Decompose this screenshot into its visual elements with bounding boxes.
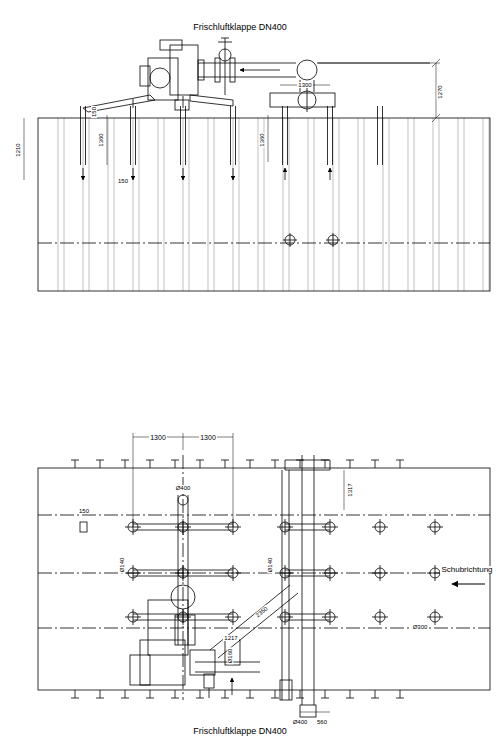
pressure-manifold <box>270 88 335 112</box>
center-line <box>38 243 490 244</box>
corrugation-lines <box>58 118 489 291</box>
dimension-label: Ø140 <box>267 557 273 574</box>
dimension-label: Ø140 <box>119 557 125 574</box>
dimension-label: 1360 <box>98 132 104 147</box>
dimension-label: 150 <box>117 178 129 184</box>
flange-symbols <box>283 233 340 247</box>
dimension-label: 1217 <box>223 635 238 641</box>
vertical-pipes <box>81 106 383 180</box>
outlet-symbols <box>125 495 443 625</box>
dimension-label: 1360 <box>259 132 265 147</box>
dimension-label: 560 <box>316 719 328 725</box>
dimension-lines <box>80 433 344 712</box>
suction-manifold <box>83 95 233 112</box>
dimension-label: Ø160 <box>227 648 233 665</box>
fresh-air-damper <box>204 674 232 698</box>
fresh-air-duct <box>198 38 430 95</box>
callout-text: Schubrichtung <box>440 566 493 574</box>
wall-anchors <box>71 460 404 698</box>
callout-text: Frischluftklappe DN400 <box>192 727 288 736</box>
dimension-label: 1300 <box>297 82 312 88</box>
direction-arrow <box>452 583 485 584</box>
dimension-label: 1317 <box>347 482 353 497</box>
dimension-label: Ø300 <box>412 624 429 630</box>
dimension-label: Ø400 <box>175 485 192 491</box>
dimension-label: 1300 <box>149 434 167 441</box>
dimension-label: Ø400 <box>292 719 309 725</box>
dimension-label: 1210 <box>15 142 21 157</box>
fan-unit <box>140 40 198 110</box>
dimension-label: 150 <box>91 106 97 118</box>
callout-text: Frischluftklappe DN400 <box>192 23 288 32</box>
pressure-branches <box>210 455 330 717</box>
container-elevation <box>38 118 490 291</box>
dimension-lines <box>24 59 440 180</box>
dimension-label: 1270 <box>437 84 443 99</box>
dimension-label: 150 <box>78 508 90 514</box>
container-plan <box>38 468 490 690</box>
center-lines <box>38 455 490 700</box>
fan-unit <box>130 600 260 685</box>
dimension-label: 1300 <box>199 434 217 441</box>
dimension-label: 2350 <box>254 605 270 619</box>
